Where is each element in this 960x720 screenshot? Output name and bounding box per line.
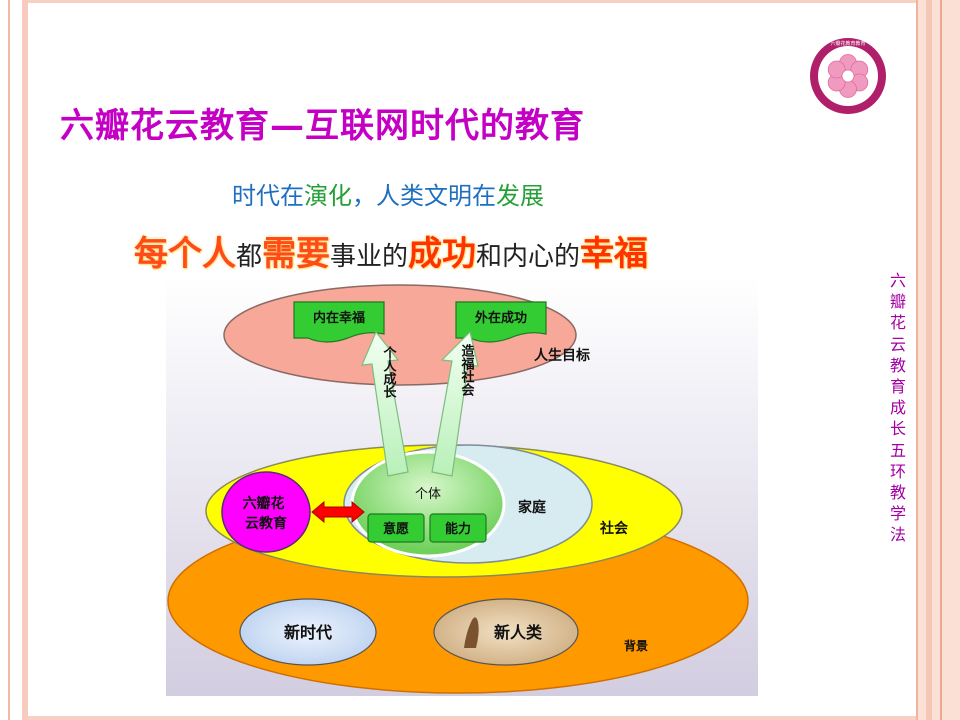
vertical-char: 长 — [889, 419, 906, 439]
subtitle2-s3: 需要 — [262, 234, 331, 274]
bottom-border — [0, 716, 960, 720]
subtitle2-s4: 事业的 — [330, 242, 409, 272]
education-label: 六瓣花 云教育 — [243, 495, 290, 532]
subtitle1-part4: 发展 — [496, 182, 544, 210]
subtitle2-s5: 成功 — [408, 234, 477, 274]
new-era-ellipse — [239, 598, 377, 666]
new-humans-ellipse — [433, 598, 579, 666]
education-ellipse — [221, 471, 311, 553]
individual-label: 个体 — [415, 487, 441, 502]
six-petal-flower-icon: 六瓣花教育教育 — [810, 38, 886, 114]
benefit-society-arrow — [431, 330, 479, 477]
benefit-society-label: 造福社会 — [459, 343, 476, 397]
ability-label: 能力 — [445, 521, 471, 537]
vertical-method-title: 六 瓣 花 云 教 育 成 长 五 环 教 学 法 — [886, 270, 910, 546]
new-era-label: 新时代 — [284, 623, 332, 642]
subtitle2-s7: 幸福 — [580, 234, 649, 274]
subtitle-line-2: 每个人都需要事业的成功和内心的幸福 — [134, 226, 648, 275]
vertical-char: 环 — [889, 461, 906, 481]
willingness-box — [367, 513, 425, 543]
subtitle2-s2: 都 — [236, 242, 263, 272]
inner-happiness-box — [293, 301, 385, 343]
willingness-label: 意愿 — [383, 521, 409, 537]
ability-box — [429, 513, 487, 543]
vertical-char: 法 — [889, 525, 906, 545]
vertical-char: 育 — [889, 377, 906, 397]
top-border — [0, 0, 960, 3]
family-label: 家庭 — [518, 499, 547, 516]
goal-ellipse — [223, 284, 577, 386]
vertical-char: 学 — [889, 504, 906, 524]
education-diagram: 内在幸福 外在成功 人生目标 个人成长 造福社会 个体 意愿 能力 家庭 社会 … — [166, 276, 758, 696]
subtitle-line-1: 时代在演化，人类文明在发展 — [232, 176, 544, 211]
subtitle2-s1: 每个人 — [134, 234, 236, 274]
outer-success-box — [455, 301, 547, 343]
background-label: 背景 — [624, 638, 648, 653]
subtitle1-part1: 时代在 — [232, 182, 304, 210]
vertical-char: 教 — [889, 355, 906, 375]
personal-growth-arrow — [361, 330, 409, 477]
right-border — [916, 0, 960, 720]
personal-growth-label: 个人成长 — [381, 345, 398, 399]
vertical-char: 云 — [889, 334, 906, 354]
page-title: 六瓣花云教育—互联网时代的教育 — [60, 106, 585, 146]
logo-ring-text: 六瓣花教育教育 — [830, 40, 865, 47]
outer-success-label: 外在成功 — [474, 310, 527, 326]
vertical-char: 成 — [889, 398, 906, 418]
vertical-char: 教 — [889, 483, 906, 503]
life-goal-label: 人生目标 — [534, 347, 590, 364]
new-humans-label: 新人类 — [494, 623, 543, 642]
inner-happiness-label: 内在幸福 — [313, 310, 365, 326]
subtitle1-part2: 演化 — [304, 182, 352, 210]
vertical-char: 六 — [889, 271, 906, 290]
subtitle2-s6: 和内心的 — [476, 242, 581, 272]
vertical-char: 花 — [889, 313, 906, 333]
subtitle1-part3: ，人类文明在 — [352, 182, 496, 210]
ancient-figure-icon — [464, 617, 479, 648]
society-label: 社会 — [599, 520, 629, 537]
connection-double-arrow — [311, 500, 365, 524]
vertical-char: 五 — [889, 440, 906, 460]
vertical-char: 瓣 — [889, 292, 906, 312]
left-border — [0, 0, 28, 720]
